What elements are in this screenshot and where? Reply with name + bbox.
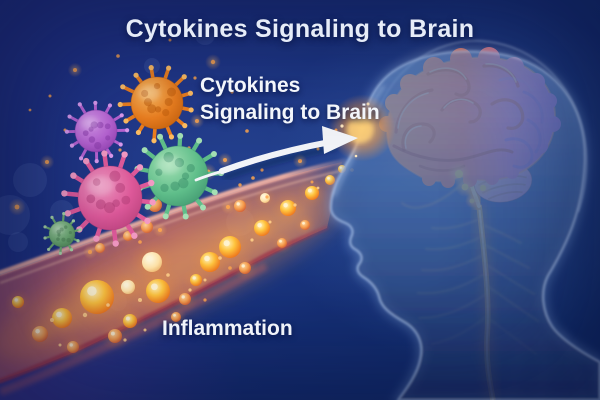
bokeh-circle	[8, 232, 28, 252]
annotation-line2: Signaling to Brain	[200, 101, 380, 124]
vessel-particle	[4, 288, 32, 316]
sparkle	[138, 240, 142, 244]
bokeh-circle	[195, 25, 215, 45]
sparkle	[265, 195, 269, 199]
sparkle	[189, 113, 205, 129]
sparkle	[230, 90, 234, 94]
cytokine-particle-teal	[43, 212, 82, 255]
sparkle	[310, 180, 314, 184]
sparkle	[168, 38, 172, 42]
cytokines-cluster	[43, 65, 225, 255]
sparkle	[118, 148, 122, 152]
sparkle	[152, 222, 168, 238]
bokeh-circle	[50, 200, 74, 224]
sparkle	[245, 129, 249, 133]
head-silhouette	[320, 35, 600, 400]
sparkle	[193, 76, 197, 80]
cytokine-particle-orange	[117, 65, 194, 144]
vessel-particle	[226, 192, 254, 220]
sparkle	[203, 298, 207, 302]
sparkle	[8, 198, 26, 216]
vessel-particle	[114, 305, 146, 337]
sparkle	[220, 199, 236, 215]
sparkle	[82, 244, 98, 260]
sparkle	[116, 54, 120, 58]
vessel-wall-top	[0, 158, 347, 276]
vessel-particle	[244, 210, 280, 246]
vessel-particle	[231, 254, 259, 282]
vessel-particle	[270, 190, 306, 226]
sparkle	[39, 154, 55, 170]
arrow-head	[322, 126, 358, 154]
arrow-shaft	[218, 138, 334, 175]
vessel-particle	[165, 306, 187, 328]
vessel-particle	[131, 264, 185, 318]
vessel-particle	[296, 177, 328, 209]
annotation-label: Cytokines Signaling to Brain	[200, 72, 380, 126]
vessel-particle	[294, 214, 316, 236]
vessel-particle	[59, 333, 87, 361]
sparkle	[217, 152, 233, 168]
sparkle	[28, 108, 32, 112]
leaked-particle	[135, 215, 159, 239]
vessel-micro-dots	[50, 186, 320, 347]
cytokine-particle-pink	[61, 150, 156, 247]
vessel-particle	[271, 232, 293, 254]
sparkle	[251, 176, 255, 180]
main-title: Cytokines Signaling to Brain	[125, 15, 475, 43]
signal-arrow	[194, 126, 358, 182]
sparkle	[48, 94, 52, 98]
annotation-line1: Cytokines	[200, 74, 301, 97]
sparkle	[228, 266, 232, 270]
sparkle	[205, 54, 221, 70]
cytokine-particle-purple	[64, 100, 130, 164]
inflammation-label: Inflammation	[162, 317, 293, 340]
sparkle	[67, 62, 83, 78]
sparkle	[238, 183, 242, 187]
sparkle	[260, 168, 264, 172]
vessel-particle	[254, 187, 276, 209]
bokeh-circle	[13, 163, 47, 197]
